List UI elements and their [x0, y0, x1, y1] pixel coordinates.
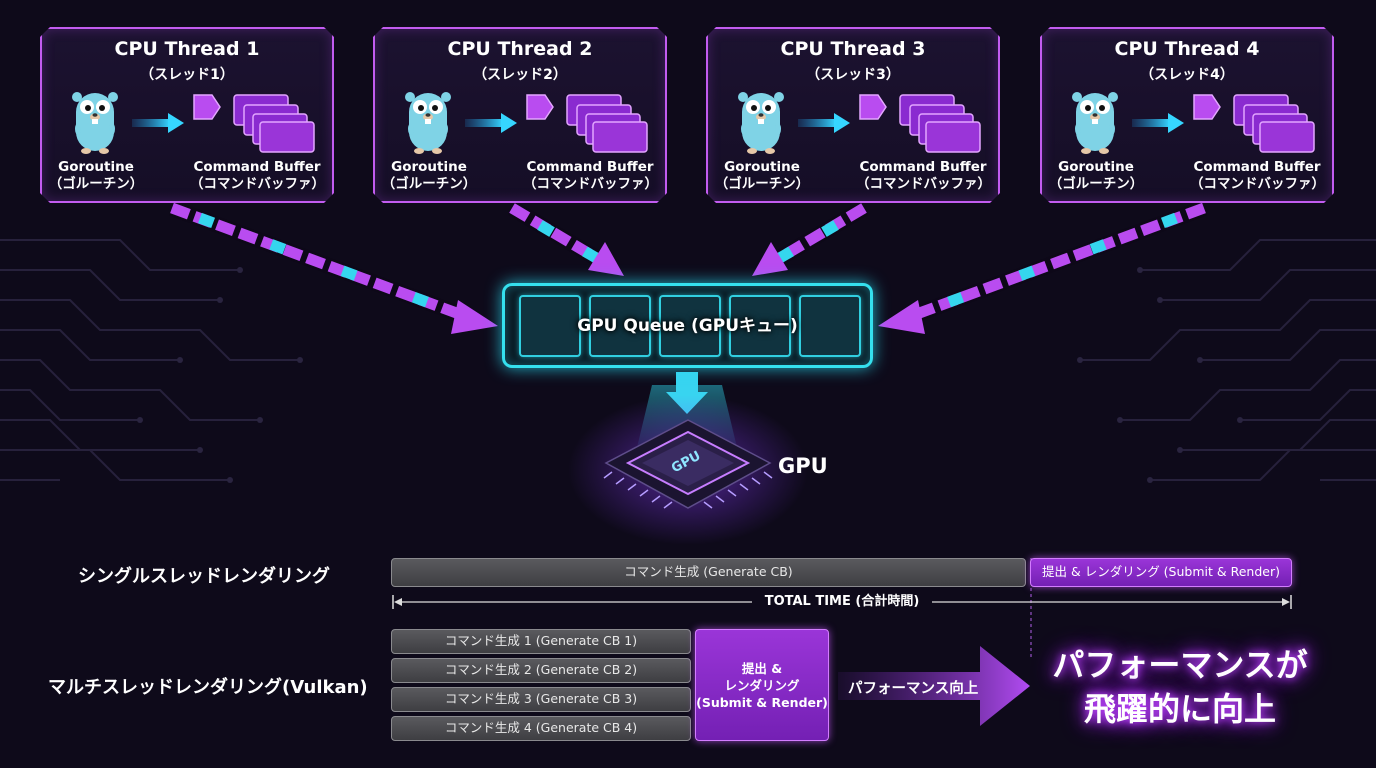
queue-slot [519, 295, 581, 357]
gopher-icon [1070, 87, 1120, 155]
arrow-right-icon [132, 113, 184, 133]
multi-generate-bar-2: コマンド生成 2 (Generate CB 2) [391, 658, 691, 683]
single-submit-bar: 提出 & レンダリング (Submit & Render) [1030, 558, 1292, 587]
thread-title: CPU Thread 4 [1114, 38, 1260, 60]
command-chevron-icon [192, 93, 222, 121]
connector-thread1 [169, 200, 498, 334]
command-chevron-icon [1192, 93, 1222, 121]
queue-slot [659, 295, 721, 357]
command-chevron-icon [858, 93, 888, 121]
queue-slot [799, 295, 861, 357]
command-chevron-icon [525, 93, 555, 121]
command-buffer-stack-icon [232, 93, 316, 155]
single-generate-bar: コマンド生成 (Generate CB) [391, 558, 1026, 587]
connector-thread2 [507, 201, 624, 276]
multi-generate-bar-4: コマンド生成 4 (Generate CB 4) [391, 716, 691, 741]
gpu-label: GPU [778, 454, 828, 478]
thread-title: CPU Thread 2 [447, 38, 593, 60]
connector-thread3 [752, 201, 869, 276]
gpu-queue-label: GPU Queue (GPUキュー) [577, 316, 798, 336]
command-buffer-stack-icon [1232, 93, 1316, 155]
performance-arrow [838, 646, 1030, 726]
arrow-right-icon [1132, 113, 1184, 133]
connector-thread4 [878, 200, 1207, 334]
queue-slot [589, 295, 651, 357]
total-time-measure: TOTAL TIME (合計時間) [392, 591, 1292, 613]
queue-down-arrow [666, 372, 708, 414]
gpu-chip-icon [603, 419, 773, 509]
arrow-right-icon [798, 113, 850, 133]
goroutine-label: Goroutine（ゴルーチン） [381, 159, 477, 192]
arrow-right-icon [465, 113, 517, 133]
single-thread-label: シングルスレッドレンダリング [78, 566, 330, 587]
gpu-queue: GPU Queue (GPUキュー) [502, 283, 873, 368]
thread-title: CPU Thread 3 [780, 38, 926, 60]
command-buffer-stack-icon [898, 93, 982, 155]
cpu-thread-4-panel: CPU Thread 4 （スレッド4） Goroutine（ゴルーチン） Co… [1040, 27, 1334, 203]
command-buffer-label: Command Buffer（コマンドバッファ） [190, 159, 325, 192]
thread-subtitle: （スレッド3） [806, 67, 900, 83]
goroutine-label: Goroutine（ゴルーチン） [714, 159, 810, 192]
command-buffer-label: Command Buffer（コマンドバッファ） [1190, 159, 1325, 192]
gopher-icon [403, 87, 453, 155]
command-buffer-label: Command Buffer（コマンドバッファ） [523, 159, 658, 192]
multi-generate-bar-3: コマンド生成 3 (Generate CB 3) [391, 687, 691, 712]
performance-label: パフォーマンス向上 [848, 681, 979, 697]
cpu-thread-3-panel: CPU Thread 3 （スレッド3） Goroutine（ゴルーチン） Co… [706, 27, 1000, 203]
goroutine-label: Goroutine（ゴルーチン） [1048, 159, 1144, 192]
thread-subtitle: （スレッド4） [1140, 67, 1234, 83]
thread-subtitle: （スレッド2） [473, 67, 567, 83]
queue-slot [729, 295, 791, 357]
performance-headline-2: 飛躍的に向上 [1083, 690, 1276, 728]
command-buffer-stack-icon [565, 93, 649, 155]
cpu-thread-2-panel: CPU Thread 2 （スレッド2） Goroutine（ゴルーチン） Co… [373, 27, 667, 203]
multi-generate-bar-1: コマンド生成 1 (Generate CB 1) [391, 629, 691, 654]
goroutine-label: Goroutine（ゴルーチン） [48, 159, 144, 192]
cpu-thread-1-panel: CPU Thread 1 （スレッド1） Goroutine（ゴルーチン） Co… [40, 27, 334, 203]
multi-submit-bar: 提出 & レンダリング (Submit & Render) [695, 629, 829, 741]
command-buffer-label: Command Buffer（コマンドバッファ） [856, 159, 991, 192]
gopher-icon [736, 87, 786, 155]
performance-headline-1: パフォーマンスが [1052, 646, 1308, 684]
thread-title: CPU Thread 1 [114, 38, 260, 60]
total-time-label: TOTAL TIME (合計時間) [764, 594, 920, 609]
thread-subtitle: （スレッド1） [140, 67, 234, 83]
gopher-icon [70, 87, 120, 155]
multi-thread-label: マルチスレッドレンダリング(Vulkan) [48, 677, 368, 698]
